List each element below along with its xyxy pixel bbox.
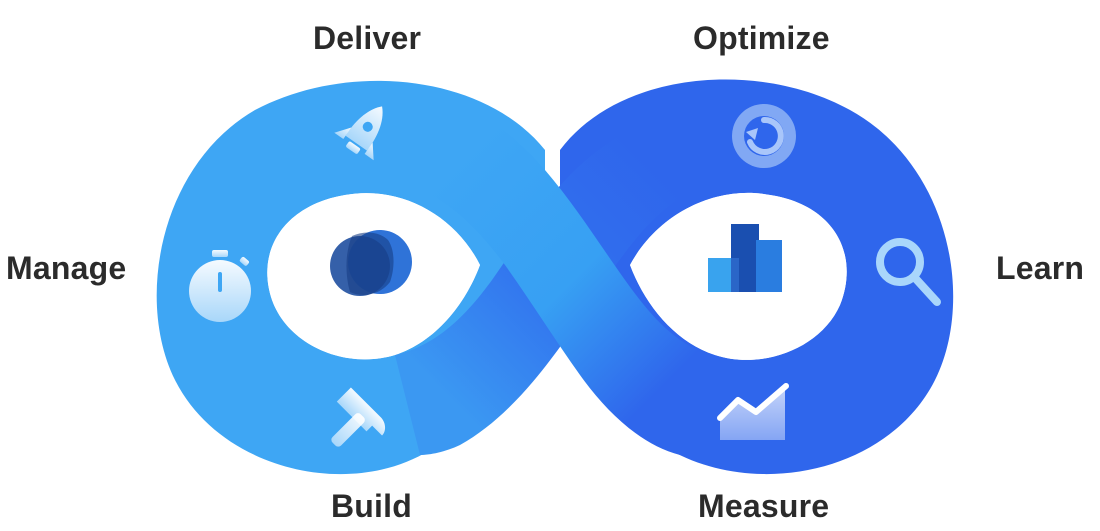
stage-label-learn: Learn [996, 250, 1085, 286]
stage-label-manage: Manage [6, 250, 127, 286]
rocket-icon [334, 106, 383, 161]
magnifier-icon [876, 238, 941, 306]
trend-chart-icon [717, 383, 789, 440]
bar-chart-logo-icon [708, 224, 782, 292]
stopwatch-icon [189, 250, 251, 322]
stage-label-measure: Measure [698, 488, 830, 524]
stage-label-build: Build [331, 488, 412, 524]
stage-label-deliver: Deliver [313, 20, 422, 56]
hammer-icon [331, 387, 386, 447]
overlapping-circles-logo-icon [330, 230, 412, 296]
stage-label-optimize: Optimize [693, 20, 830, 56]
refresh-icon [732, 104, 796, 168]
